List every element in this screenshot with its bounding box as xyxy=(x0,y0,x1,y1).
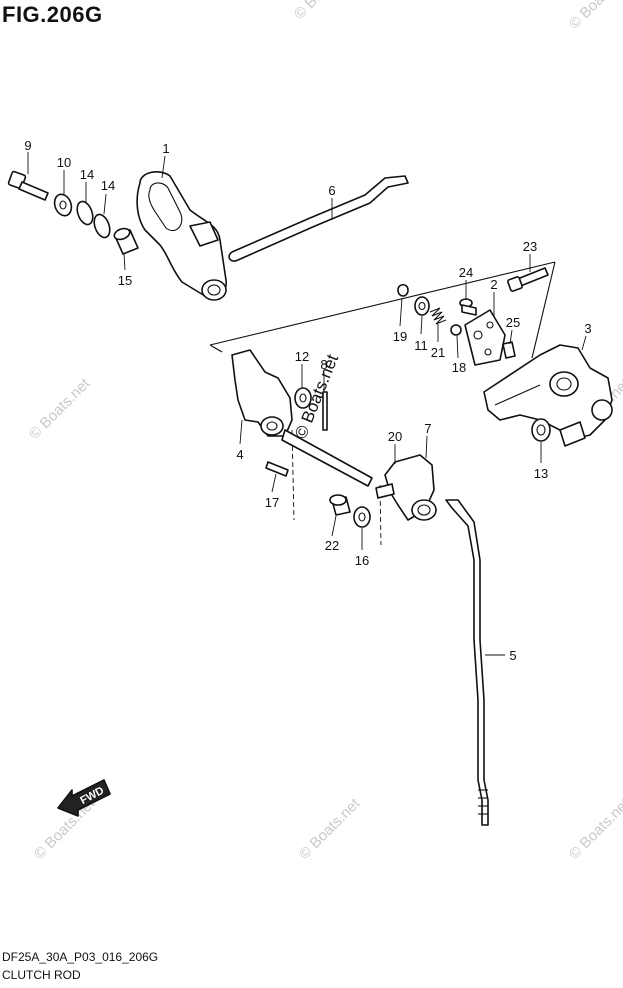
callout-24: 24 xyxy=(459,265,473,280)
part-21-spring xyxy=(429,307,447,325)
part-16-washer xyxy=(353,506,371,528)
footer-diagram-code: DF25A_30A_P03_016_206G xyxy=(2,950,159,964)
part-5-clutch-rod xyxy=(445,499,489,826)
callout-labels: 9 10 14 14 15 1 6 23 24 2 3 25 19 11 21 … xyxy=(24,138,591,663)
part-4-shift-arm xyxy=(231,349,373,487)
callout-21: 21 xyxy=(431,345,445,360)
part-17-pin xyxy=(265,461,289,477)
part-1-clutch-lever xyxy=(136,171,227,301)
part-6-upper-rod xyxy=(228,175,409,262)
part-14-o-rings xyxy=(76,200,111,239)
watermark-bottom-center: © Boats.net xyxy=(296,795,364,863)
leader-lines xyxy=(27,152,587,656)
callout-13: 13 xyxy=(534,466,548,481)
callout-17: 17 xyxy=(265,495,279,510)
part-9-bolt xyxy=(7,170,49,201)
part-15-bushing xyxy=(113,227,139,255)
figure-title: FIG.206G xyxy=(2,2,103,27)
callout-6: 6 xyxy=(328,183,335,198)
callout-16: 16 xyxy=(355,553,369,568)
callout-7: 7 xyxy=(424,421,431,436)
callout-15: 15 xyxy=(118,273,132,288)
callout-12: 12 xyxy=(295,349,309,364)
callout-4: 4 xyxy=(236,447,243,462)
part-24-bolt xyxy=(459,298,477,316)
callout-20: 20 xyxy=(388,429,402,444)
part-23-bolt xyxy=(507,267,549,292)
part-2-detent-plate xyxy=(464,309,506,366)
part-7-bracket xyxy=(375,454,437,521)
callout-8: 8 xyxy=(320,357,327,372)
part-10-washer xyxy=(53,193,73,217)
callout-22: 22 xyxy=(325,538,339,553)
part-8-pin xyxy=(322,391,328,431)
callout-10: 10 xyxy=(57,155,71,170)
part-18-ball xyxy=(450,324,462,336)
callout-23: 23 xyxy=(523,239,537,254)
part-3-shift-housing xyxy=(483,344,613,447)
part-25-pin xyxy=(502,341,516,359)
callout-2: 2 xyxy=(490,277,497,292)
part-22-bolt xyxy=(329,494,351,516)
callout-9: 9 xyxy=(24,138,31,153)
callout-5: 5 xyxy=(509,648,516,663)
watermark-left: © Boats.net xyxy=(26,375,94,443)
callout-25: 25 xyxy=(506,315,520,330)
footer-diagram-name: CLUTCH ROD xyxy=(2,968,81,982)
watermark-top-center: © Boats.net xyxy=(291,0,359,23)
part-12-washer xyxy=(294,387,312,409)
part-13-o-ring xyxy=(531,418,551,442)
callout-3: 3 xyxy=(584,321,591,336)
part-19-snap-ring xyxy=(397,283,409,297)
callout-18: 18 xyxy=(452,360,466,375)
callout-11: 11 xyxy=(414,338,428,353)
watermark-top-right: © Boats.net xyxy=(566,0,623,33)
callout-19: 19 xyxy=(393,329,407,344)
watermark-bottom-right: © Boats.net xyxy=(566,795,623,863)
callout-1: 1 xyxy=(162,141,169,156)
callout-14-a: 14 xyxy=(80,167,94,182)
part-11-washer xyxy=(414,296,430,316)
callout-14-b: 14 xyxy=(101,178,115,193)
